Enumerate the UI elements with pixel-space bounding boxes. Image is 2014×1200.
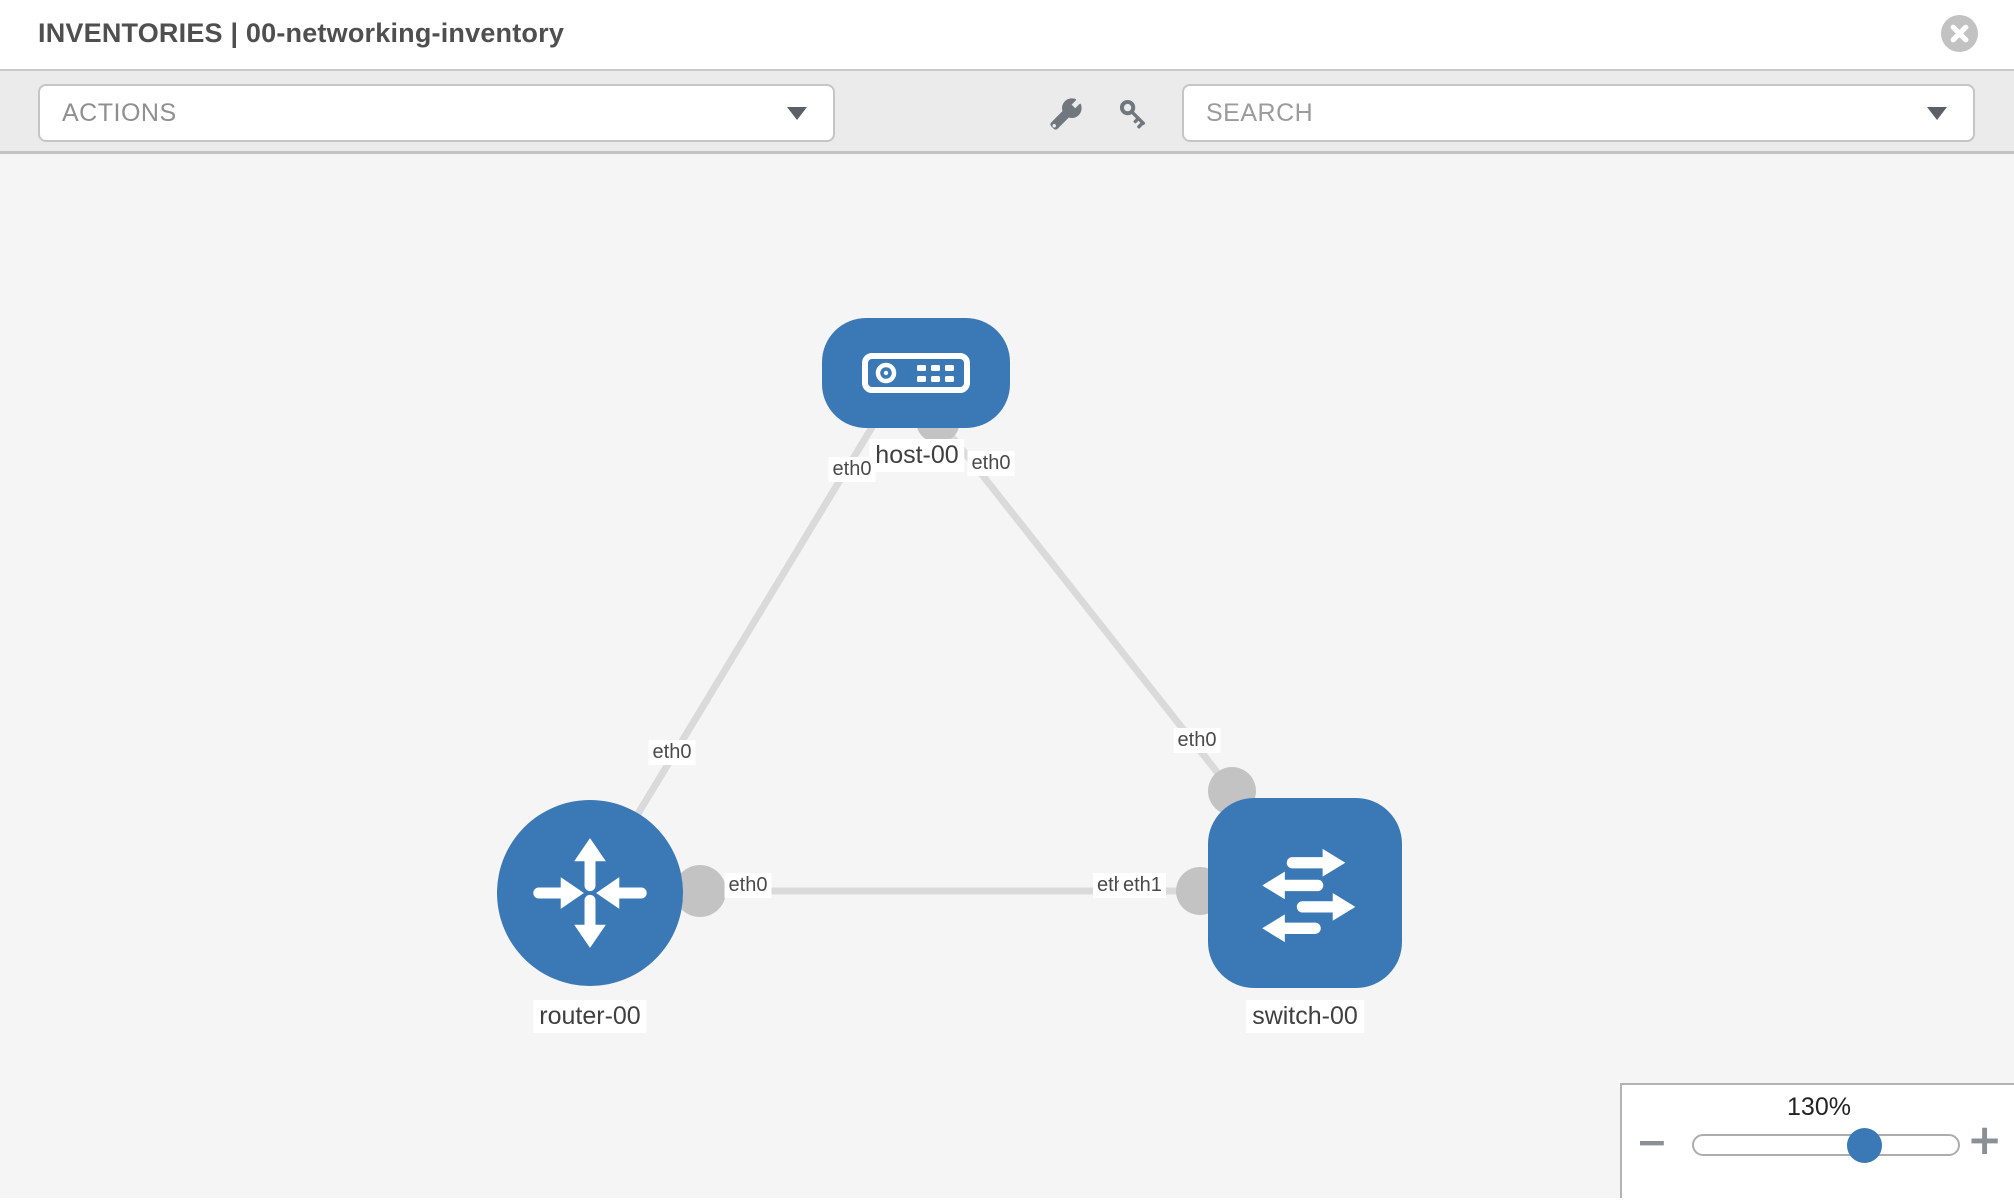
zoom-slider-track[interactable] [1692, 1134, 1960, 1156]
if-label-switch-eth1: eth1 [1119, 873, 1166, 898]
actions-dropdown[interactable]: ACTIONS [38, 84, 835, 142]
close-button[interactable] [1941, 15, 1978, 52]
node-router-00[interactable] [497, 800, 683, 986]
interface-connector-router [674, 865, 726, 917]
if-label-router-eth0-uplink: eth0 [648, 740, 696, 765]
configure-button[interactable] [1043, 91, 1089, 137]
credentials-button[interactable] [1111, 91, 1157, 137]
node-label-host: host-00 [869, 439, 965, 472]
if-label-host-eth0-left: eth0 [828, 457, 876, 482]
actions-dropdown-label: ACTIONS [62, 98, 177, 127]
topology-canvas[interactable]: host-00 router-00 switch-00 eth0 eth0 et… [0, 154, 2014, 1198]
zoom-slider-handle[interactable] [1847, 1128, 1882, 1163]
zoom-in-button[interactable]: + [1967, 1115, 2003, 1164]
zoom-out-button[interactable]: − [1636, 1120, 1668, 1164]
node-label-router: router-00 [533, 1000, 647, 1033]
if-label-router-eth0: eth0 [724, 873, 772, 898]
header: INVENTORIES | 00-networking-inventory [0, 0, 2014, 71]
node-switch-00[interactable] [1208, 798, 1402, 988]
close-icon [1950, 24, 1969, 43]
toolbar: ACTIONS [0, 71, 2014, 154]
topology-links [587, 379, 1256, 917]
key-icon [1119, 99, 1146, 129]
node-label-switch: switch-00 [1246, 1000, 1364, 1033]
page-title: INVENTORIES | 00-networking-inventory [38, 18, 565, 48]
host-icon [862, 353, 970, 393]
switch-icon [1262, 848, 1356, 943]
wrench-icon [1050, 98, 1082, 130]
node-host-00[interactable] [822, 318, 1010, 428]
zoom-panel: 130% − + [1620, 1083, 2014, 1198]
if-label-switch-eth0-uplink: eth0 [1173, 728, 1221, 753]
chevron-down-icon [1927, 106, 1947, 120]
router-icon [533, 838, 647, 948]
search-input[interactable] [1184, 98, 1927, 128]
zoom-level-value: 130% [1787, 1093, 1851, 1121]
chevron-down-icon [787, 106, 807, 120]
if-label-host-eth0-right: eth0 [967, 451, 1015, 476]
search-dropdown[interactable] [1182, 84, 1975, 142]
